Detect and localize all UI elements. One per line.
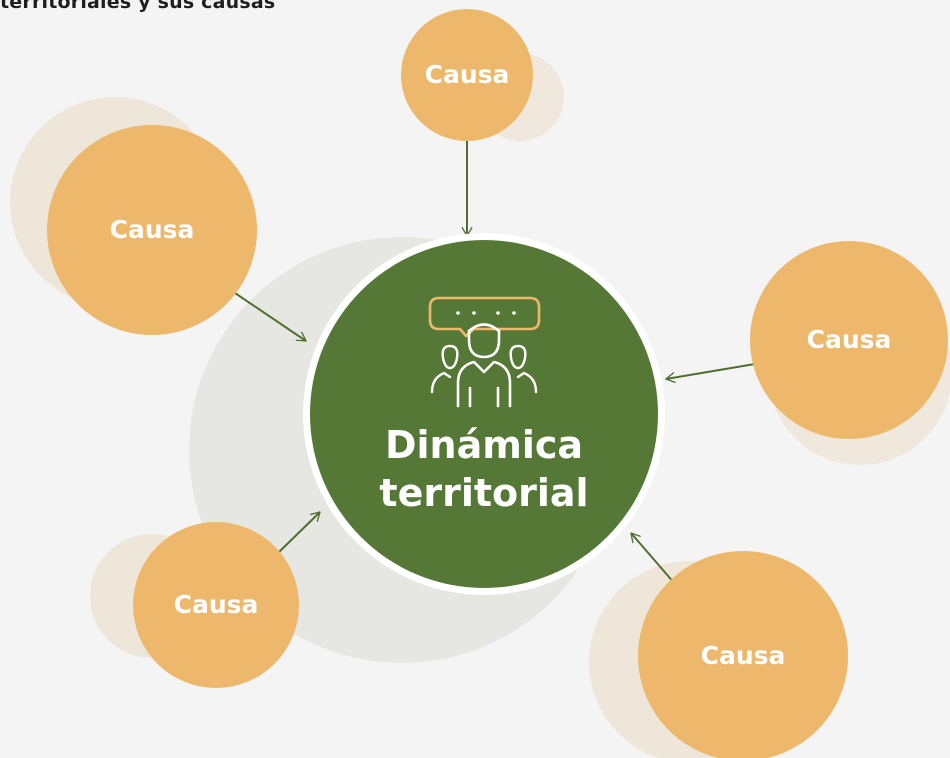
cause-node-top: Causa	[401, 9, 533, 141]
cause-label: Causa	[807, 325, 892, 354]
center-label-line2: territorial	[379, 471, 588, 515]
arrow-lower-left	[277, 511, 321, 554]
cause-label: Causa	[110, 215, 195, 244]
center-label-line1: Dinámica	[385, 423, 583, 467]
cause-node-upper-left: Causa	[47, 125, 257, 335]
cause-node-lower-left: Causa	[133, 522, 299, 688]
cause-label: Causa	[701, 641, 786, 670]
center-node: Dinámica territorial	[303, 233, 665, 595]
arrow-upper-left	[234, 292, 307, 342]
arrow-lower-right	[630, 532, 676, 585]
page-title: territoriales y sus causas	[0, 0, 276, 13]
cause-label: Causa	[425, 60, 510, 89]
cause-node-lower-right: Causa	[638, 551, 848, 758]
cause-node-right: Causa	[750, 241, 948, 439]
community-people-icon	[428, 296, 541, 408]
arrow-right	[665, 363, 756, 383]
cause-label: Causa	[174, 590, 259, 619]
